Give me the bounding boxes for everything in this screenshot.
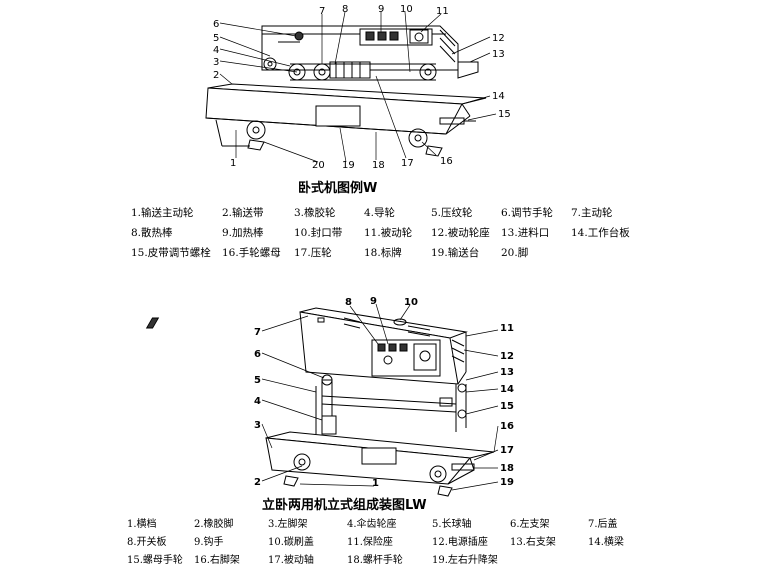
legend1-item-16: 16.手轮螺母: [222, 247, 281, 259]
callout-2-14: 14: [500, 384, 514, 395]
callout-1-5: 5: [213, 33, 219, 44]
legend1-item-4: 4.导轮: [364, 207, 396, 219]
figure1-title: 卧式机图例W: [298, 181, 378, 196]
legend1-item-15: 15.皮带调节螺栓: [131, 247, 211, 259]
callout-2-7: 7: [254, 327, 261, 338]
callout-2-15: 15: [500, 401, 514, 412]
legend1-item-1: 1.输送主动轮: [131, 207, 194, 219]
dual-machine-drawing: [145, 303, 499, 497]
legend2-item-18: 18.螺杆手轮: [347, 555, 403, 566]
callout-1-8: 8: [342, 4, 348, 15]
callout-1-14: 14: [492, 91, 505, 102]
legend1-item-13: 13.进料口: [501, 227, 550, 239]
legend2-item-1: 1.横档: [127, 519, 157, 530]
legend2-item-19: 19.左右升降架: [432, 555, 498, 566]
callout-2-12: 12: [500, 351, 514, 362]
legend2-item-13: 13.右支架: [510, 537, 556, 548]
callout-1-19: 19: [342, 160, 355, 171]
legend1-item-8: 8.散热棒: [131, 227, 173, 239]
callout-1-20: 20: [312, 160, 325, 171]
horizontal-machine-drawing: [205, 11, 497, 163]
callout-1-16: 16: [440, 156, 453, 167]
legend2-item-4: 4.伞齿轮座: [347, 519, 397, 530]
callout-2-13: 13: [500, 367, 514, 378]
callout-1-11: 11: [436, 6, 449, 17]
callout-1-6: 6: [213, 19, 219, 30]
callout-2-4: 4: [254, 396, 261, 407]
figure2-title: 立卧两用机立式组成装图LW: [262, 498, 427, 513]
callout-1-3: 3: [213, 57, 219, 68]
callout-1-10: 10: [400, 4, 413, 15]
legend2-item-17: 17.被动轴: [268, 555, 314, 566]
legend2-item-15: 15.螺母手轮: [127, 555, 183, 566]
callout-2-11: 11: [500, 323, 514, 334]
legend2-item-7: 7.后盖: [588, 519, 618, 530]
figure1-callouts: 6 5 4 3 2 7 8 9 10 11 12 13 14 15 16 17 …: [213, 4, 511, 171]
legend1-item-9: 9.加热棒: [222, 227, 264, 239]
legend2-item-12: 12.电源插座: [432, 537, 488, 548]
figure2-callouts: 8 9 10 7 6 5 4 3 2 1 11 12 13 14 15 16 1…: [254, 296, 514, 489]
callout-2-10: 10: [404, 297, 418, 308]
callout-2-17: 17: [500, 445, 514, 456]
legend2-item-9: 9.钩手: [194, 537, 224, 548]
callout-1-9: 9: [378, 4, 384, 15]
legend2-item-3: 3.左脚架: [268, 519, 308, 530]
callout-2-3: 3: [254, 420, 261, 431]
callout-2-2: 2: [254, 477, 261, 488]
callout-2-19: 19: [500, 477, 514, 488]
legend1-item-19: 19.输送台: [431, 247, 480, 259]
legend2-item-8: 8.开关板: [127, 537, 167, 548]
legend1-item-12: 12.被动轮座: [431, 227, 490, 239]
callout-1-7: 7: [319, 6, 325, 17]
callout-2-5: 5: [254, 375, 261, 386]
callout-1-12: 12: [492, 33, 505, 44]
callout-1-15: 15: [498, 109, 511, 120]
callout-2-16: 16: [500, 421, 514, 432]
legend2-item-11: 11.保险座: [347, 537, 393, 548]
callout-1-4: 4: [213, 45, 219, 56]
callout-2-9: 9: [370, 296, 377, 307]
callout-1-2: 2: [213, 70, 219, 81]
callout-2-6: 6: [254, 349, 261, 360]
legend1-item-7: 7.主动轮: [571, 207, 613, 219]
callout-2-8: 8: [345, 297, 352, 308]
legend2-item-6: 6.左支架: [510, 519, 550, 530]
legend1-item-11: 11.被动轮: [364, 227, 413, 239]
legend2-item-10: 10.碳刷盖: [268, 537, 314, 548]
legend1-item-3: 3.橡胶轮: [294, 207, 336, 219]
legend2-item-2: 2.橡胶脚: [194, 519, 234, 530]
callout-2-1: 1: [372, 478, 379, 489]
legend1-item-6: 6.调节手轮: [501, 207, 554, 219]
legend1-item-17: 17.压轮: [294, 247, 332, 259]
legend2-item-5: 5.长球轴: [432, 519, 472, 530]
callout-1-1: 1: [230, 158, 236, 169]
legend1-item-10: 10.封口带: [294, 227, 343, 239]
callout-1-18: 18: [372, 160, 385, 171]
callout-2-18: 18: [500, 463, 514, 474]
legend1-item-20: 20.脚: [501, 247, 529, 259]
legend2-item-16: 16.右脚架: [194, 555, 240, 566]
legend1-item-18: 18.标牌: [364, 247, 402, 259]
legend2-item-14: 14.横梁: [588, 537, 624, 548]
legend1-item-5: 5.压纹轮: [431, 207, 473, 219]
callout-1-13: 13: [492, 49, 505, 60]
legend1-item-2: 2.输送带: [222, 207, 264, 219]
callout-1-17: 17: [401, 158, 414, 169]
legend1-item-14: 14.工作台板: [571, 227, 630, 239]
